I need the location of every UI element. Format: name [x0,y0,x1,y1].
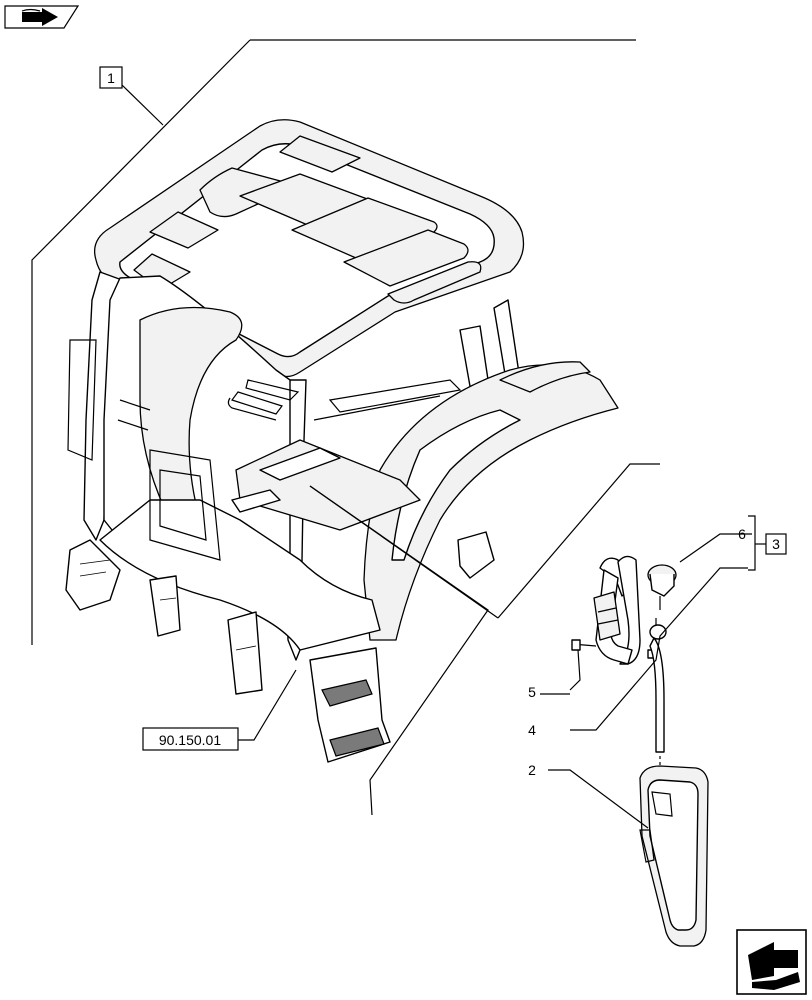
callout-1[interactable]: 1 [99,66,123,89]
callout-6[interactable]: 6 [738,526,746,542]
next-page-arrow-icon[interactable] [736,929,807,995]
callout-3-label: 3 [772,536,780,552]
detail-leader-lines [309,463,660,816]
callout-2-label: 2 [528,762,536,778]
callout-4[interactable]: 4 [528,722,536,738]
callout-1-label: 1 [107,70,115,86]
reference-callout[interactable]: 90.150.01 [142,669,297,751]
item-3-bracket [748,515,766,571]
book-arrow-icon[interactable] [4,5,80,29]
callout-4-label: 4 [528,722,536,738]
callout-3[interactable]: 3 [765,533,787,555]
callout-6-label: 6 [738,526,746,542]
callout-5-label: 5 [528,684,536,700]
tractor-cab [65,119,619,763]
callout-5[interactable]: 5 [528,684,570,700]
mirror-assembly [571,555,709,947]
assembly-frame-lines [31,39,636,645]
reference-label: 90.150.01 [159,732,221,748]
part-leader-lines [548,533,752,829]
callout-2[interactable]: 2 [528,762,536,778]
